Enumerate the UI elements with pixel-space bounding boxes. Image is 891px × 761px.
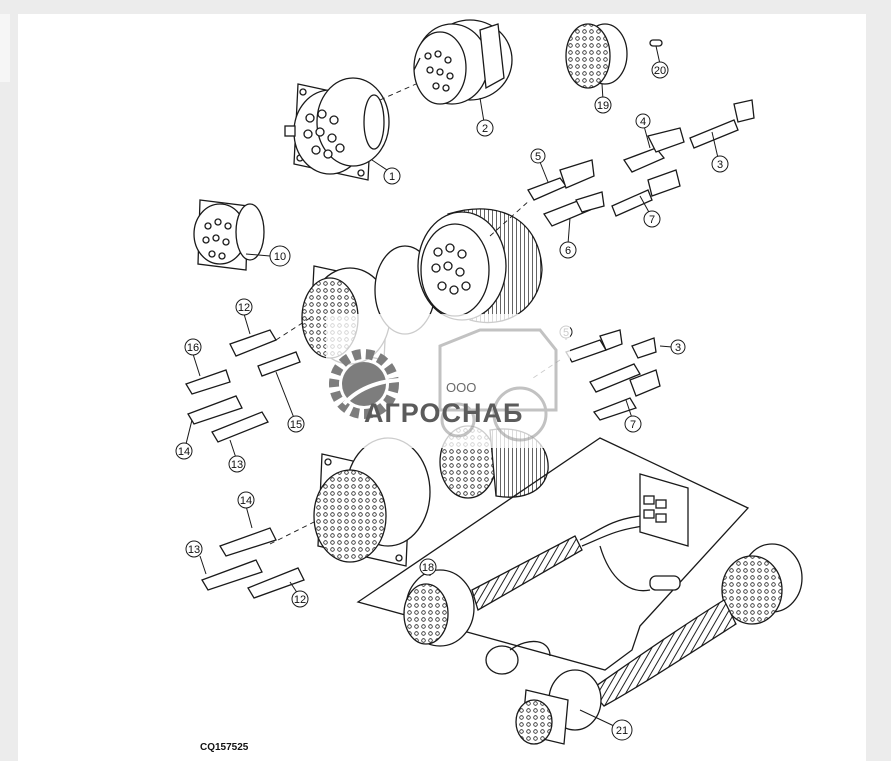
callout-label-7b: 7: [630, 419, 636, 431]
callout-label-13: 13: [231, 459, 243, 471]
callout-15: [287, 415, 305, 433]
callout-label-7: 7: [649, 214, 655, 226]
callout-label-6: 6: [565, 245, 571, 257]
contact-pins: [185, 99, 755, 599]
watermark-tractor-icon: [438, 328, 558, 442]
callout-6: [559, 241, 577, 259]
callout-5a: [530, 148, 546, 164]
left-panel-edge: [0, 14, 10, 82]
callout-10: [269, 245, 291, 267]
callout-label-12b: 12: [294, 594, 306, 606]
part-18-harness-connector: [403, 473, 689, 647]
callout-13b: [185, 540, 203, 558]
callout-label-3b: 3: [675, 342, 681, 354]
callout-14a: [175, 442, 193, 460]
callout-label-21: 21: [616, 725, 628, 737]
watermark-company-name: АГРОСНАБ: [364, 398, 523, 428]
callout-label-2: 2: [482, 123, 488, 135]
callout-7a: [643, 210, 661, 228]
part-19-insert: [565, 23, 628, 89]
callout-12a: [235, 298, 253, 316]
watermark: ООО АГРОСНАБ: [326, 314, 570, 448]
callout-label-12: 12: [238, 302, 250, 314]
callout-1: [383, 167, 401, 185]
callout-label-19: 19: [597, 100, 609, 112]
callout-label-3: 3: [717, 159, 723, 171]
watermark-gear-icon: [329, 349, 405, 419]
callout-label-16: 16: [187, 342, 199, 354]
callout-label-15: 15: [290, 419, 302, 431]
callout-21: [611, 719, 633, 741]
callout-16: [184, 338, 202, 356]
callout-label-20: 20: [654, 65, 666, 77]
harness-kit-outline: [356, 437, 750, 671]
callout-4: [635, 113, 651, 129]
callout-label-1: 1: [389, 171, 395, 183]
callout-19: [594, 96, 612, 114]
callout-20: [651, 61, 669, 79]
callout-13a: [228, 455, 246, 473]
callout-7b: [624, 415, 642, 433]
watermark-company-prefix: ООО: [446, 380, 476, 395]
callout-18: [419, 558, 437, 576]
callout-3b: [670, 339, 686, 355]
callout-label-13b: 13: [188, 544, 200, 556]
part-20-pin: [649, 39, 663, 47]
part-10-receptacle: [193, 199, 265, 271]
figure-reference-code: CQ157525: [200, 742, 249, 753]
callout-label-18: 18: [422, 562, 434, 574]
callout-label-14b: 14: [240, 495, 252, 507]
callout-2: [476, 119, 494, 137]
callout-label-5: 5: [535, 151, 541, 163]
callout-14b: [237, 491, 255, 509]
callout-12b: [291, 590, 309, 608]
callout-label-10: 10: [274, 251, 286, 263]
part-21-harness-connector: [485, 543, 803, 745]
part-1-receptacle: [284, 77, 390, 181]
callout-label-14: 14: [178, 446, 190, 458]
part-2-plug: [413, 19, 513, 105]
callout-label-4: 4: [640, 116, 646, 128]
callout-3a: [711, 155, 729, 173]
